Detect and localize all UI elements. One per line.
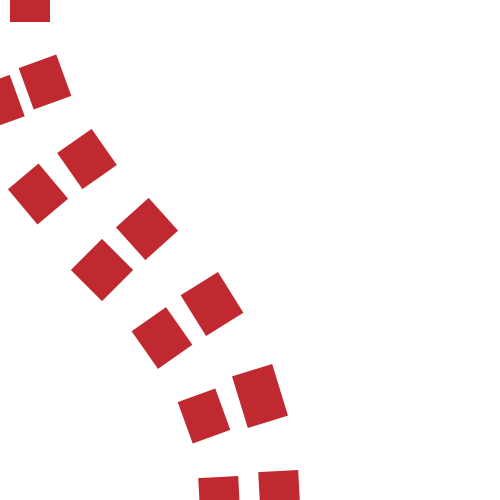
right-dash-4 xyxy=(115,197,179,261)
right-dash-line xyxy=(10,0,300,500)
right-dash-2 xyxy=(18,54,72,110)
left-dash-4 xyxy=(131,307,193,369)
left-dash-line xyxy=(0,74,240,500)
left-dash-2 xyxy=(7,163,69,225)
right-dash-1 xyxy=(10,0,50,22)
left-dash-1 xyxy=(0,74,25,126)
right-dash-7 xyxy=(258,469,300,500)
left-dash-6 xyxy=(198,475,240,500)
right-dash-3 xyxy=(57,128,117,190)
right-dash-5 xyxy=(180,271,244,337)
left-dash-3 xyxy=(70,238,134,302)
left-dash-5 xyxy=(177,388,231,444)
right-dash-6 xyxy=(232,364,288,428)
